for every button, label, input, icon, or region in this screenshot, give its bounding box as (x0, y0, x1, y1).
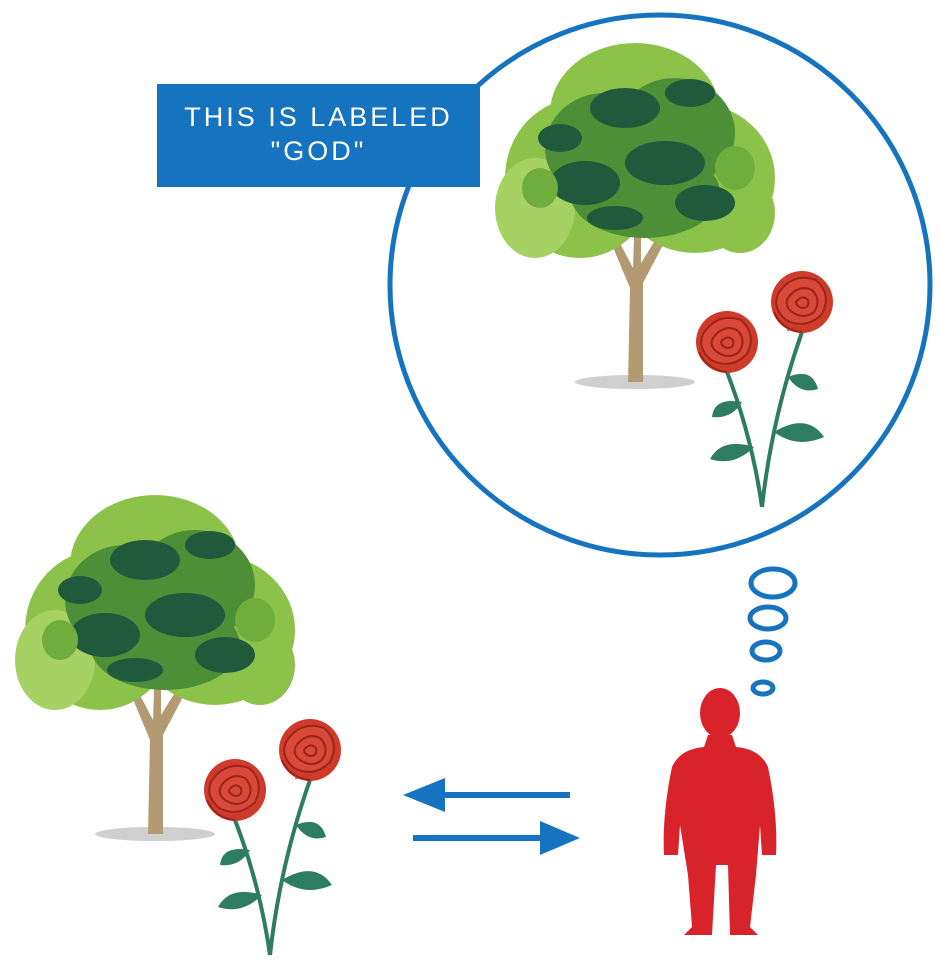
arrow-right-icon (413, 821, 580, 855)
thought-bubble-icon (747, 566, 798, 697)
person-silhouette-icon (663, 688, 777, 935)
arrow-left-icon (403, 778, 570, 812)
rose-icon (204, 719, 341, 955)
label-line-2: "GOD" (270, 135, 367, 166)
god-label-box: THIS IS LABELED "GOD" (157, 84, 480, 187)
rose-icon (696, 271, 833, 507)
label-line-1: THIS IS LABELED (184, 101, 453, 132)
thought-circle (387, 12, 933, 558)
